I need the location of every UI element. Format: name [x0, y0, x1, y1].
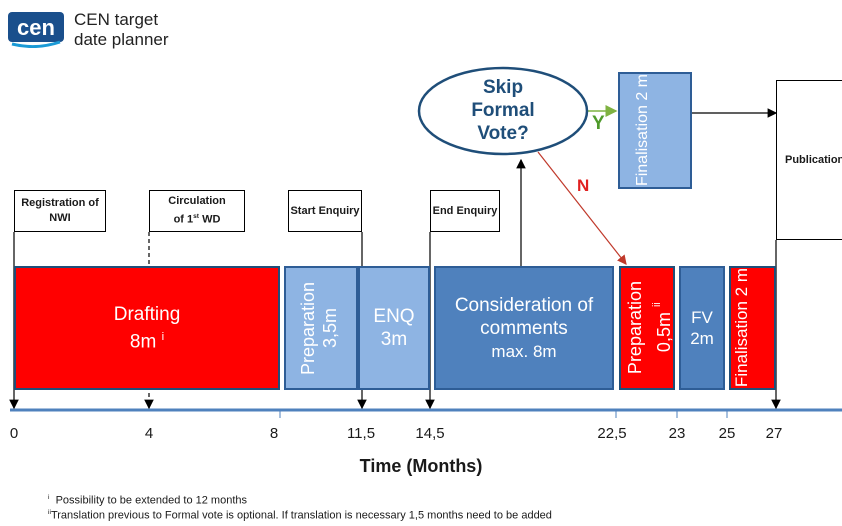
decision-text: Skip Formal Vote? — [471, 77, 535, 144]
axis-title: Time (Months) — [359, 456, 483, 476]
phase-drafting: Drafting 8m i — [14, 266, 280, 390]
footnote-1: i Possibility to be extended to 12 month… — [48, 494, 247, 507]
phase-fv: FV 2m — [679, 266, 725, 390]
tick-label: 4 — [144, 425, 154, 442]
tick-label: 8 — [269, 425, 279, 442]
footnote-2: iiTranslation previous to Formal vote is… — [48, 509, 552, 522]
decision-ellipse — [417, 66, 589, 156]
decision-no-label: N — [577, 176, 590, 195]
tick-label: 25 — [718, 425, 736, 442]
cen-logo: cen — [8, 12, 64, 48]
brand-line-2: date planner — [74, 30, 169, 49]
tick-label: 23 — [668, 425, 686, 442]
tick-label: 0 — [9, 425, 19, 442]
phase-preparation-enquiry: Preparation 3,5m — [284, 266, 358, 390]
tick-label: 11,5 — [346, 425, 376, 442]
milestone-registration: Registration of NWI — [14, 190, 106, 232]
milestone-start-enquiry: Start Enquiry — [288, 190, 362, 232]
tick-label: 22,5 — [597, 425, 627, 442]
decision-yes-label: Y — [592, 113, 605, 134]
milestone-publication: Publication — [776, 80, 842, 240]
brand-title: CEN target date planner — [74, 10, 169, 50]
brand-line-1: CEN target — [74, 10, 159, 29]
tick-label: 27 — [765, 425, 783, 442]
svg-text:cen: cen — [17, 15, 55, 40]
milestone-end-enquiry: End Enquiry — [430, 190, 500, 232]
phase-finalisation: Finalisation 2 m — [729, 266, 776, 390]
phase-finalisation-skip: Finalisation 2 m — [618, 72, 692, 189]
phase-consideration: Consideration of comments max. 8m — [434, 266, 614, 390]
phase-enq: ENQ 3m — [358, 266, 430, 390]
tick-label: 14,5 — [415, 425, 445, 442]
